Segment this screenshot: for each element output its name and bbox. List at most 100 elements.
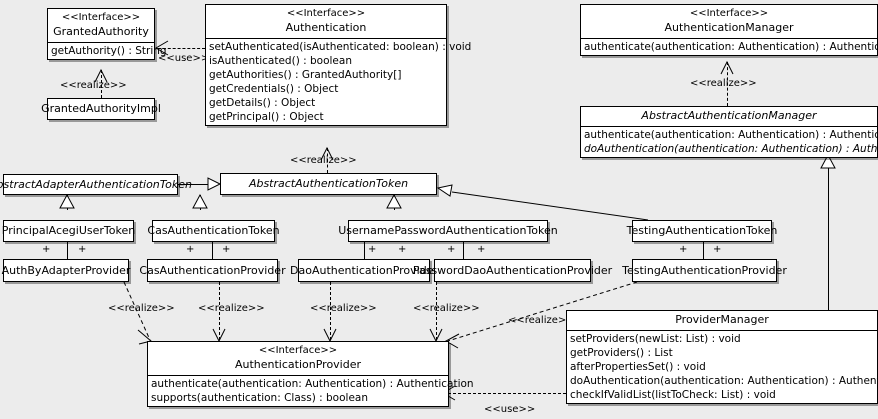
operation: setProviders(newList: List) : void <box>570 333 741 345</box>
operations-compartment: getAuthority() : String <box>48 43 167 59</box>
class-name: AbstractAdapterAuthenticationToken <box>0 177 192 191</box>
class-name: PrincipalAcegiUserToken <box>1 224 136 237</box>
operation: getPrincipal() : Object <box>209 111 324 123</box>
label-realize-auth-by-adapter-provider: <<realize>> <box>108 303 175 314</box>
operation: getCredentials() : Object <box>209 83 339 95</box>
label-realize-granted-authority-impl: <<realize>> <box>60 80 127 91</box>
compartment-divider <box>581 126 877 127</box>
label-use-provider-manager: <<use>> <box>484 404 536 415</box>
class-name: AbstractAuthenticationManager <box>641 109 817 122</box>
class-abstract-authentication-manager[interactable]: AbstractAuthenticationManager authentica… <box>580 106 878 158</box>
class-principal-acegi-user-token[interactable]: PrincipalAcegiUserToken <box>2 220 135 242</box>
class-provider-manager[interactable]: ProviderManager setProviders(newList: Li… <box>566 310 878 404</box>
realize-line-abstract-authentication-manager <box>727 62 728 106</box>
association-marker: + <box>447 244 456 255</box>
compartment-divider <box>48 42 154 43</box>
label-realize-cas-authentication-provider: <<realize>> <box>198 303 265 314</box>
association-marker: + <box>713 244 722 255</box>
stereotype-label: <<Interface>> <box>258 345 338 356</box>
class-header: <<Interface>> AuthenticationProvider <box>148 342 448 375</box>
realize-line-cas-authentication-provider <box>219 282 220 340</box>
generalization-line-testing-authentication-token <box>451 191 649 221</box>
stereotype-label: <<Interface>> <box>61 12 141 23</box>
label-use-granted-authority: <<use>> <box>158 53 210 64</box>
operations-compartment: authenticate(authentication: Authenticat… <box>148 376 474 406</box>
operation: doAuthentication(authentication: Authent… <box>584 143 878 155</box>
class-authentication[interactable]: <<Interface>> Authentication setAuthenti… <box>205 4 472 126</box>
label-realize-password-dao-authentication-provider: <<realize>> <box>413 303 480 314</box>
operation: supports(authentication: Class) : boolea… <box>151 392 368 404</box>
class-granted-authority[interactable]: <<Interface>> GrantedAuthority getAuthor… <box>47 8 167 60</box>
class-granted-authority-impl[interactable]: GrantedAuthorityImpl <box>41 98 161 120</box>
association-line-username-password-dao <box>364 242 365 259</box>
label-realize-abstract-authentication-manager: <<realize>> <box>690 78 757 89</box>
operation: doAuthentication(authentication: Authent… <box>570 375 878 387</box>
class-cas-authentication-token[interactable]: CasAuthenticationToken <box>147 220 280 242</box>
association-marker: + <box>42 244 51 255</box>
operation: authenticate(authentication: Authenticat… <box>584 41 878 53</box>
class-auth-by-adapter-provider[interactable]: AuthByAdapterProvider <box>2 259 130 282</box>
stereotype-label: <<Interface>> <box>286 8 366 19</box>
operation: authenticate(authentication: Authenticat… <box>584 129 878 141</box>
association-marker: + <box>186 244 195 255</box>
association-marker: + <box>222 244 231 255</box>
operations-compartment: setProviders(newList: List) : void getPr… <box>567 331 878 403</box>
use-line-authentication-granted-authority <box>158 48 205 49</box>
class-name: ProviderManager <box>675 313 769 326</box>
class-name: CasAuthenticationProvider <box>139 263 286 277</box>
association-line-principal-acegi-auth-by-adapter <box>67 242 68 259</box>
operation: getDetails() : Object <box>209 97 316 109</box>
realize-line-dao-authentication-provider <box>330 282 331 340</box>
class-name: GrantedAuthority <box>53 25 149 38</box>
class-password-dao-authentication-provider[interactable]: PasswordDaoAuthenticationProvider <box>413 259 612 282</box>
class-name: CasAuthenticationToken <box>147 224 280 237</box>
realize-line-granted-authority-impl <box>101 70 102 98</box>
operation: afterPropertiesSet() : void <box>570 361 706 373</box>
association-marker: + <box>368 244 377 255</box>
operation: getProviders() : List <box>570 347 673 359</box>
class-abstract-adapter-authentication-token[interactable]: AbstractAdapterAuthenticationToken <box>0 174 192 195</box>
class-header: AbstractAuthenticationManager <box>581 107 877 126</box>
class-name: UsernamePasswordAuthenticationToken <box>338 224 558 237</box>
association-marker: + <box>78 244 87 255</box>
realize-line-abstract-authentication-token <box>327 148 328 173</box>
class-testing-authentication-provider[interactable]: TestingAuthenticationProvider <box>622 259 787 282</box>
class-name: PasswordDaoAuthenticationProvider <box>412 263 613 277</box>
class-name: Authentication <box>285 21 367 34</box>
class-abstract-authentication-token[interactable]: AbstractAuthenticationToken <box>220 173 437 195</box>
class-header: <<Interface>> AuthenticationManager <box>581 5 877 38</box>
operation: isAuthenticated() : boolean <box>209 55 352 67</box>
association-marker: + <box>398 244 407 255</box>
class-name: TestingAuthenticationToken <box>626 224 778 237</box>
operations-compartment: authenticate(authentication: Authenticat… <box>581 127 878 157</box>
class-dao-authentication-provider[interactable]: DaoAuthenticationProvider <box>290 259 438 282</box>
class-username-password-authentication-token[interactable]: UsernamePasswordAuthenticationToken <box>338 220 558 242</box>
stereotype-label: <<Interface>> <box>689 8 769 19</box>
class-testing-authentication-token[interactable]: TestingAuthenticationToken <box>627 220 777 242</box>
compartment-divider <box>567 330 877 331</box>
compartment-divider <box>581 38 877 39</box>
generalization-line-abstract-adapter-token <box>178 184 211 185</box>
operation: authenticate(authentication: Authenticat… <box>151 378 474 390</box>
class-name: AuthByAdapterProvider <box>1 263 131 277</box>
operations-compartment: authenticate(authentication: Authenticat… <box>581 39 878 55</box>
class-header: <<Interface>> GrantedAuthority <box>48 9 154 42</box>
class-name: AuthenticationManager <box>664 21 794 34</box>
use-line-provider-manager-authentication-provider <box>443 393 566 394</box>
operations-compartment: setAuthenticated(isAuthenticated: boolea… <box>206 39 472 125</box>
operation: getAuthorities() : GrantedAuthority[] <box>209 69 402 81</box>
operation: getAuthority() : String <box>51 45 167 57</box>
operation: setAuthenticated(isAuthenticated: boolea… <box>209 41 472 53</box>
class-authentication-manager[interactable]: <<Interface>> AuthenticationManager auth… <box>580 4 878 56</box>
compartment-divider <box>148 375 448 376</box>
association-line-username-password-password-dao <box>463 242 464 259</box>
association-line-cas-token-cas-provider <box>212 242 213 259</box>
realize-line-password-dao-authentication-provider <box>436 282 437 340</box>
operation: checkIfValidList(listToCheck: List) : vo… <box>570 389 776 401</box>
generalization-line-principal-acegi-user-token <box>67 195 68 210</box>
generalization-line-username-password-token <box>394 195 395 210</box>
class-authentication-provider[interactable]: <<Interface>> AuthenticationProvider aut… <box>147 341 474 407</box>
compartment-divider <box>206 38 446 39</box>
class-cas-authentication-provider[interactable]: CasAuthenticationProvider <box>139 259 286 282</box>
